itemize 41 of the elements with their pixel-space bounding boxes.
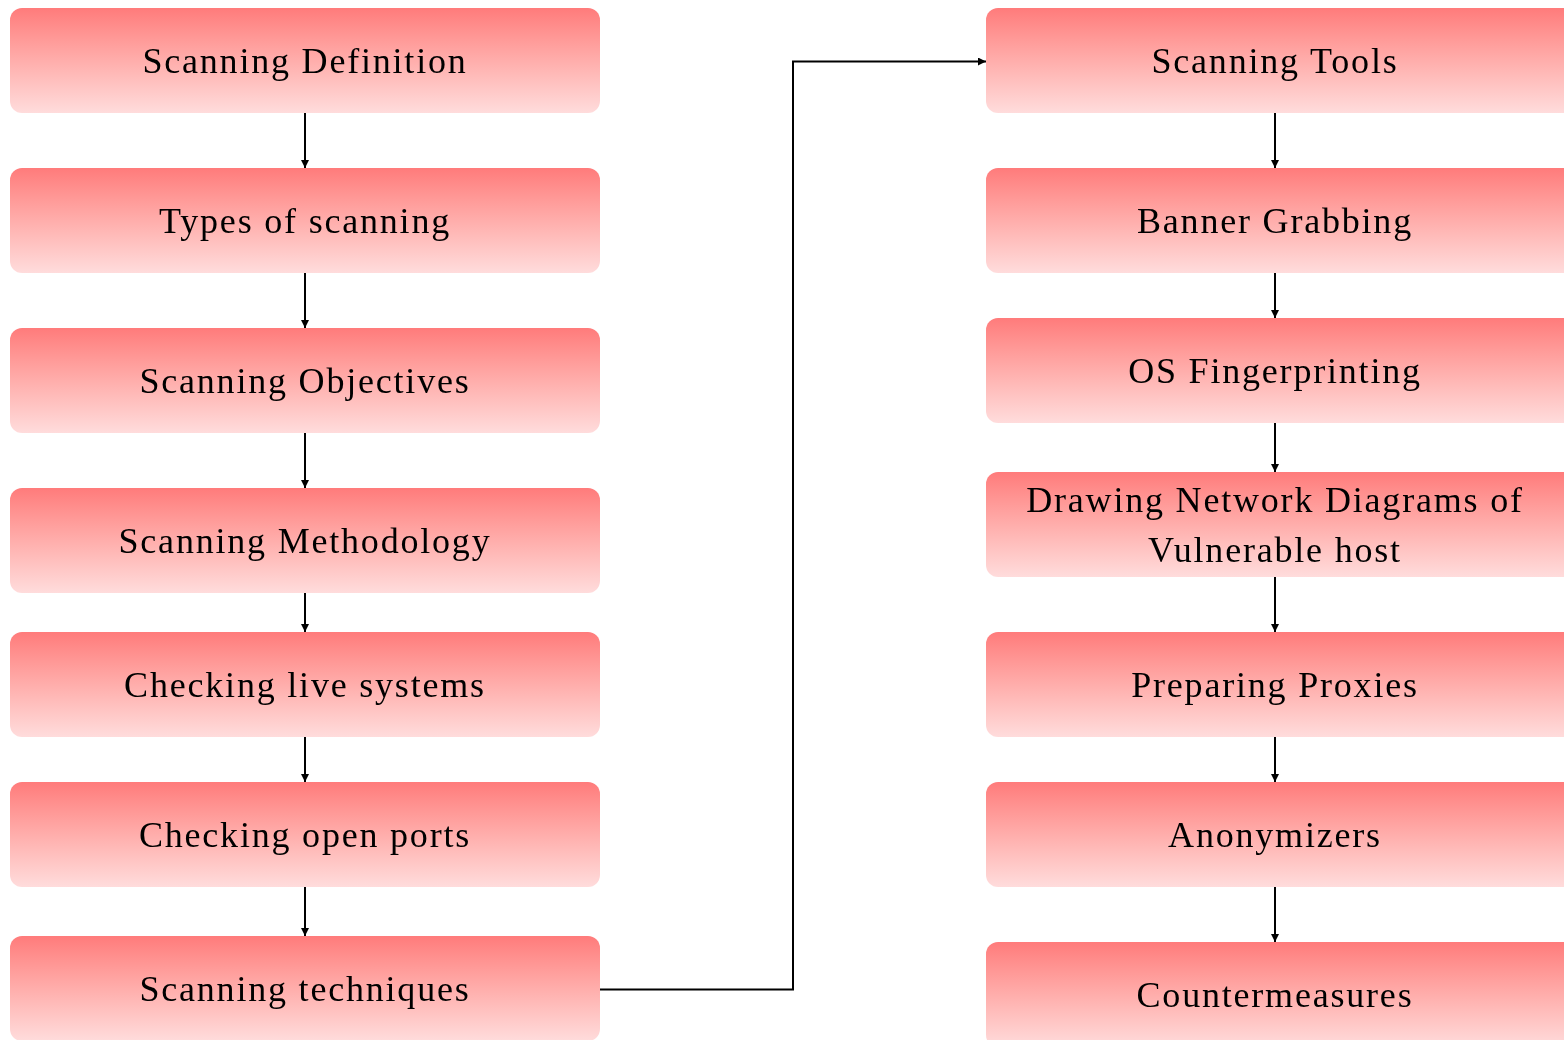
arrow bbox=[1271, 112, 1279, 169]
process-box bbox=[10, 8, 600, 113]
arrow bbox=[301, 736, 309, 783]
box-label: OS Fingerprinting bbox=[1127, 349, 1423, 393]
process-box bbox=[986, 782, 1564, 887]
arrow bbox=[1271, 422, 1279, 473]
process-box bbox=[986, 168, 1564, 273]
box-label: Scanning Objectives bbox=[138, 359, 472, 403]
arrow bbox=[301, 272, 309, 329]
process-box bbox=[10, 168, 600, 273]
box-label: Anonymizers bbox=[1167, 813, 1383, 857]
process-box bbox=[10, 936, 600, 1040]
box-label: Preparing Proxies bbox=[1130, 663, 1420, 707]
box-label: Scanning Definition bbox=[141, 39, 469, 83]
process-box bbox=[986, 632, 1564, 737]
process-box bbox=[986, 318, 1564, 423]
arrow bbox=[1271, 272, 1279, 319]
box-label: Banner Grabbing bbox=[1136, 199, 1414, 243]
box-label: Countermeasures bbox=[1135, 973, 1415, 1017]
box-label: Scanning Tools bbox=[1150, 39, 1400, 83]
arrow bbox=[301, 592, 309, 633]
process-box bbox=[986, 8, 1564, 113]
box-label: Checking live systems bbox=[123, 663, 487, 707]
box-label: Drawing Network Diagrams of Vulnerable host bbox=[1025, 478, 1525, 572]
box-label: Scanning techniques bbox=[138, 967, 472, 1011]
process-box bbox=[986, 942, 1564, 1040]
arrow bbox=[301, 432, 309, 489]
arrow bbox=[599, 57, 987, 991]
arrow bbox=[301, 112, 309, 169]
box-label: Checking open ports bbox=[137, 813, 473, 857]
arrow bbox=[301, 886, 309, 937]
process-box bbox=[10, 328, 600, 433]
process-box bbox=[986, 472, 1564, 577]
process-box bbox=[10, 632, 600, 737]
process-box bbox=[10, 782, 600, 887]
box-label: Scanning Methodology bbox=[117, 519, 493, 563]
arrow bbox=[1271, 886, 1279, 943]
box-label: Types of scanning bbox=[158, 199, 452, 243]
arrow bbox=[1271, 736, 1279, 783]
arrow bbox=[1271, 576, 1279, 633]
process-box bbox=[10, 488, 600, 593]
